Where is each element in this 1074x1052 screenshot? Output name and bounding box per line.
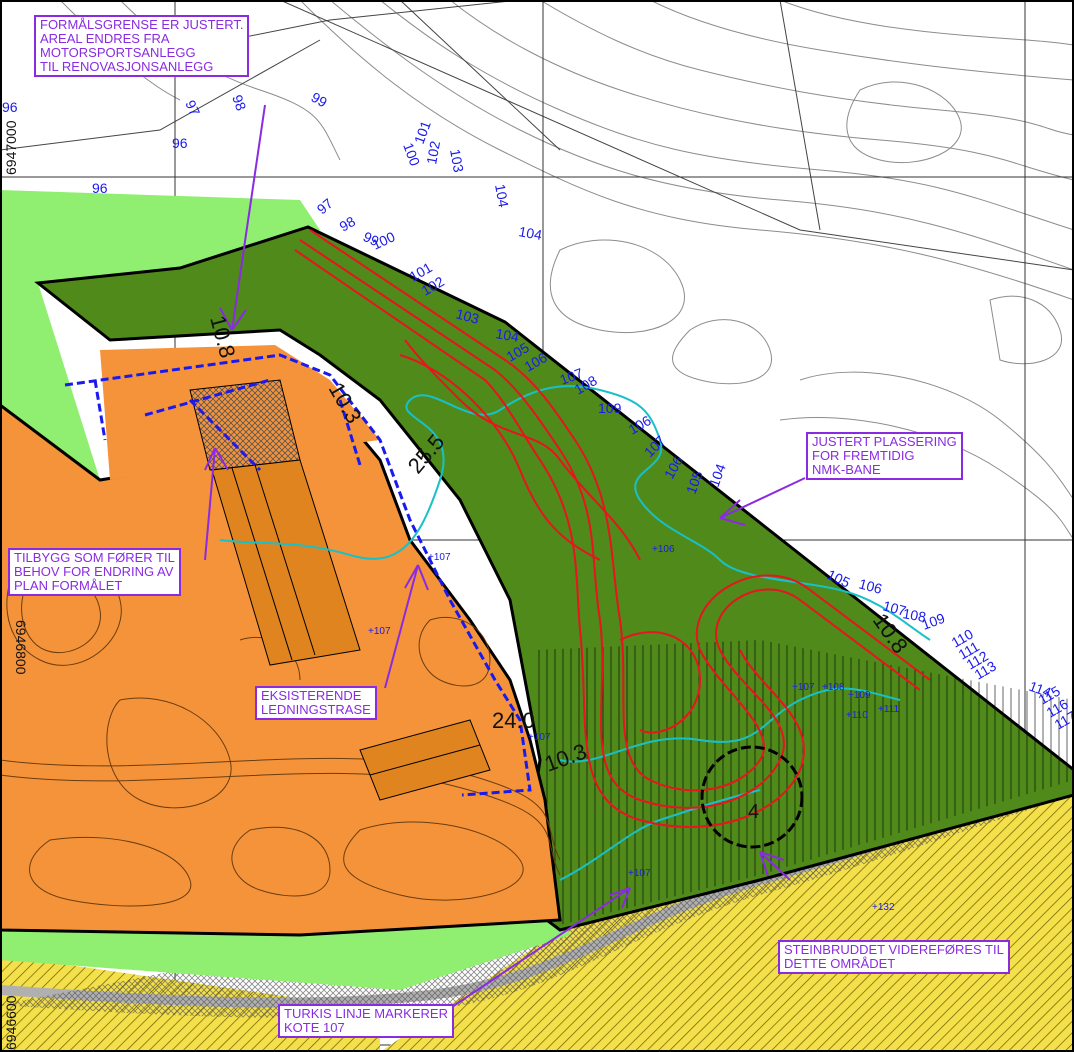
contour-label: 97 xyxy=(182,98,203,119)
callout-steinbrudd: STEINBRUDDET VIDEREFØRES TIL DETTE OMRÅD… xyxy=(778,940,1010,974)
contour-107-line xyxy=(219,385,931,881)
contour-label: 114 xyxy=(1027,678,1054,701)
contour-label: 97 xyxy=(314,195,336,217)
contour-label: 98 xyxy=(229,93,249,113)
utility-line xyxy=(64,353,532,797)
contour-label: 100 xyxy=(400,141,423,169)
spot-height: +110 xyxy=(846,710,868,721)
contour-label: 96 xyxy=(172,135,188,151)
contour-label: 99 xyxy=(361,228,382,249)
quarry-circle xyxy=(700,745,804,849)
grid-label: 6946600 xyxy=(3,995,19,1050)
spot-height: +132 xyxy=(872,902,895,913)
grid-label: 6946800 xyxy=(13,620,29,675)
contour-label: 103 xyxy=(454,305,481,327)
contour-label: 96 xyxy=(2,99,18,115)
spot-height: +106 xyxy=(652,544,675,555)
contour-label: 104 xyxy=(494,325,520,345)
contour-label: 98 xyxy=(337,213,359,235)
green-zone-north xyxy=(0,190,320,480)
spot-height: +107 xyxy=(428,552,451,563)
grid-label: 6947000 xyxy=(3,120,19,175)
buildings xyxy=(189,379,491,801)
contour-label: 102 xyxy=(423,140,443,166)
plan-label: 4 xyxy=(748,801,759,823)
spot-height: +107 xyxy=(528,732,551,743)
contour-label: 104 xyxy=(492,183,512,209)
contour-label: 109 xyxy=(920,610,948,633)
callout-tilbygg: TILBYGG SOM FØRER TIL BEHOV FOR ENDRING … xyxy=(8,548,181,596)
contour-label: 99 xyxy=(309,89,331,111)
callout-formalsgrense: FORMÅLSGRENSE ER JUSTERT. AREAL ENDRES F… xyxy=(34,15,250,77)
contour-label: 106 xyxy=(857,575,884,597)
grid-labels: 6947000 6946800 6946600 xyxy=(3,120,29,1050)
contour-label: 105 xyxy=(683,468,706,496)
spot-height: +108 xyxy=(822,682,845,693)
spot-height: +109 xyxy=(848,690,871,701)
contour-label: 96 xyxy=(92,180,108,196)
contour-label: 109 xyxy=(598,400,622,416)
contour-label: 101 xyxy=(411,118,434,146)
plan-label: 24.0 xyxy=(492,708,535,733)
spot-heights: +107 +107 +107 +106 +107 +108 +109 +110 … xyxy=(368,544,899,913)
callout-justert-plassering: JUSTERT PLASSERING FOR FREMTIDIG NMK-BAN… xyxy=(806,432,963,480)
contour-label: 104 xyxy=(517,223,543,243)
terrain-contours xyxy=(59,0,1074,541)
callout-eksisterende: EKSISTERENDE LEDNINGSTRASE xyxy=(255,686,377,720)
callout-turkis-linje: TURKIS LINJE MARKERER KOTE 107 xyxy=(278,1004,454,1038)
contour-label: 108 xyxy=(901,605,927,625)
terrain-lines xyxy=(0,0,1074,271)
contour-label: 103 xyxy=(447,148,467,174)
nmk-track xyxy=(294,229,931,828)
spot-height: +107 xyxy=(368,626,391,637)
spot-height: +111 xyxy=(878,704,899,715)
contour-label: 104 xyxy=(706,461,729,489)
callout-arrows xyxy=(204,104,806,1016)
hatched-area xyxy=(535,640,1074,925)
spot-height: +107 xyxy=(628,868,651,879)
contour-label: 107 xyxy=(558,365,586,388)
spot-height: +107 xyxy=(792,682,815,693)
contour-label: 107 xyxy=(881,597,908,619)
